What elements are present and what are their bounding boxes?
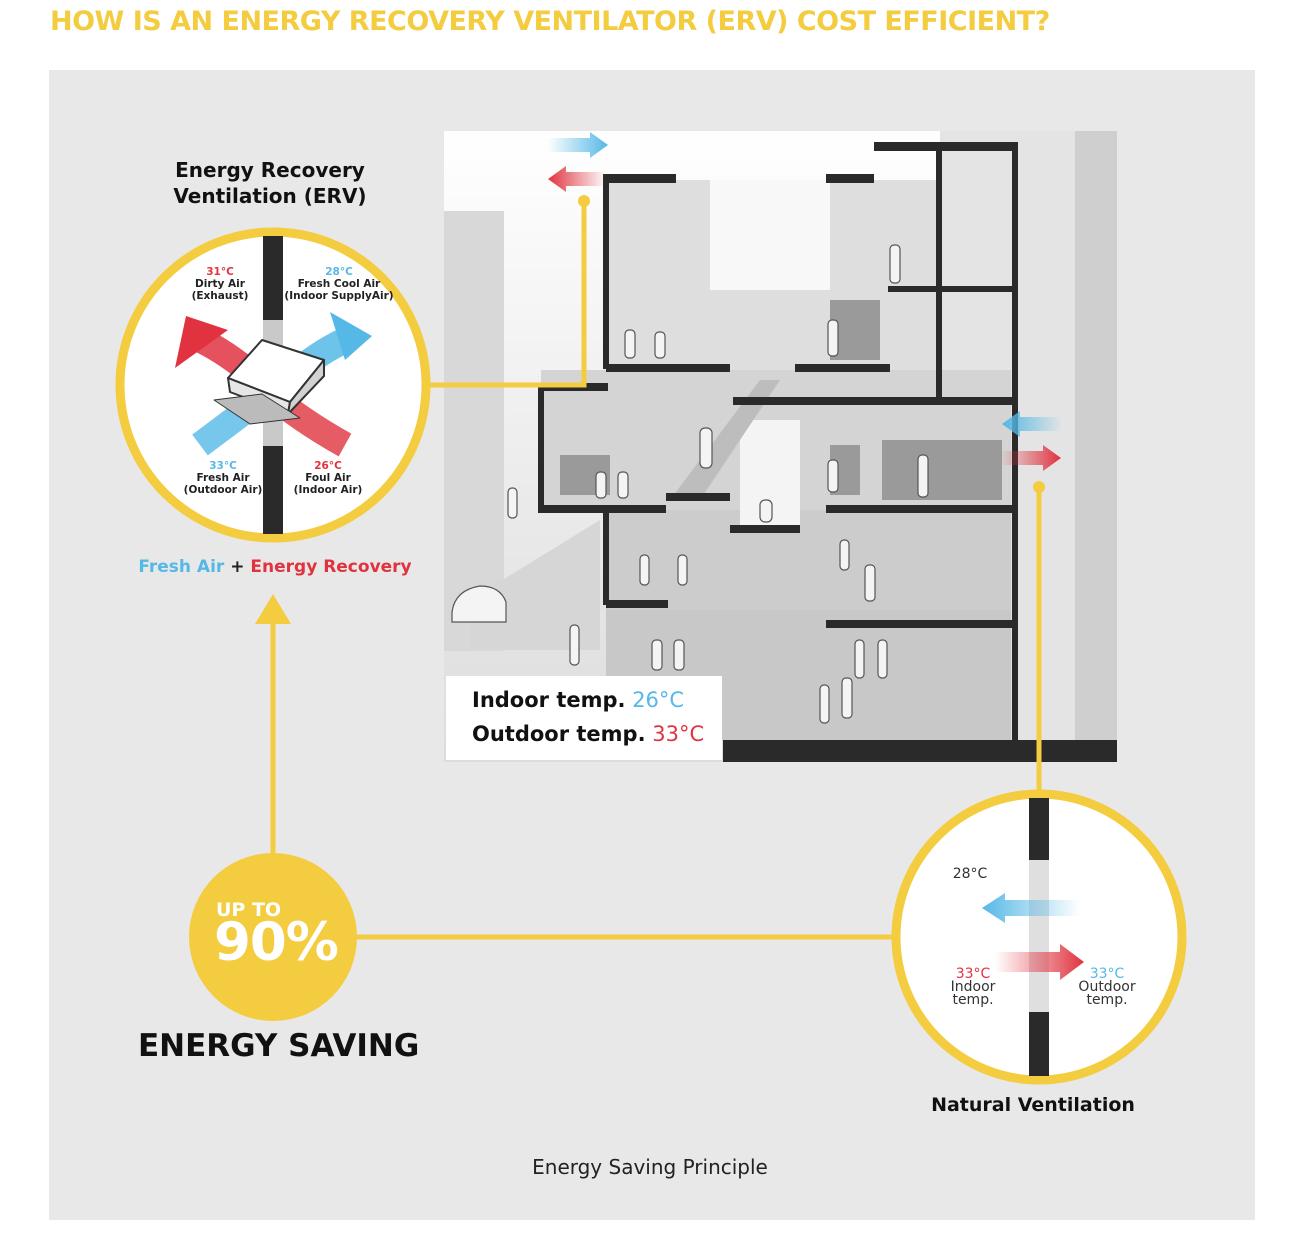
roof-exhaust-arrow-icon bbox=[548, 166, 606, 192]
roof-supply-arrow-icon bbox=[548, 132, 608, 158]
erv-heading-line2: Ventilation (ERV) bbox=[173, 184, 367, 208]
figure-caption: Energy Saving Principle bbox=[532, 1155, 768, 1179]
window-inflow-arrow-icon bbox=[1002, 411, 1062, 437]
erv-label-fresh: 33°C Fresh Air (Outdoor Air) bbox=[183, 460, 263, 496]
erv-caption: Fresh Air + Energy Recovery bbox=[138, 557, 412, 577]
erv-label-supply: 28°C Fresh Cool Air (Indoor SupplyAir) bbox=[284, 266, 394, 302]
exhaust-arrow-icon bbox=[175, 316, 228, 368]
erv-label-foul: 26°C Foul Air (Indoor Air) bbox=[293, 460, 363, 496]
energy-saving-label: ENERGY SAVING bbox=[138, 1028, 420, 1064]
nv-inflow-arrow-icon bbox=[982, 893, 1080, 923]
up-to-label: UP TO bbox=[216, 899, 282, 921]
natural-ventilation-circle bbox=[891, 789, 1187, 1085]
erv-heading: Energy Recovery Ventilation (ERV) bbox=[130, 157, 410, 209]
page-title: HOW IS AN ENERGY RECOVERY VENTILATOR (ER… bbox=[50, 6, 1050, 37]
saving-percent: 90% bbox=[214, 912, 339, 973]
nv-indoor-label: 33°C Indoor temp. bbox=[950, 966, 996, 1008]
supply-arrow-icon bbox=[330, 312, 372, 360]
building-illustration bbox=[444, 131, 1117, 762]
erv-circle bbox=[115, 227, 431, 543]
erv-label-exhaust: 31°C Dirty Air (Exhaust) bbox=[191, 266, 249, 302]
nv-outflow-arrow-icon bbox=[995, 944, 1084, 980]
erv-heading-line1: Energy Recovery bbox=[175, 158, 365, 182]
nv-supply-temp: 28°C bbox=[952, 866, 988, 882]
connector-lines bbox=[270, 201, 1042, 940]
window-outflow-arrow-icon bbox=[1000, 445, 1061, 471]
natural-ventilation-label: Natural Ventilation bbox=[931, 1094, 1135, 1116]
arrow-up-icon bbox=[255, 594, 291, 624]
nv-outdoor-label: 33°C Outdoor temp. bbox=[1078, 966, 1136, 1008]
temperature-box: Indoor temp. 26°C Outdoor temp. 33°C bbox=[446, 676, 722, 760]
heat-exchanger-icon bbox=[213, 339, 325, 425]
outdoor-temp: Outdoor temp. 33°C bbox=[472, 722, 705, 746]
indoor-temp: Indoor temp. 26°C bbox=[472, 688, 685, 712]
energy-saving-badge bbox=[189, 853, 357, 1021]
